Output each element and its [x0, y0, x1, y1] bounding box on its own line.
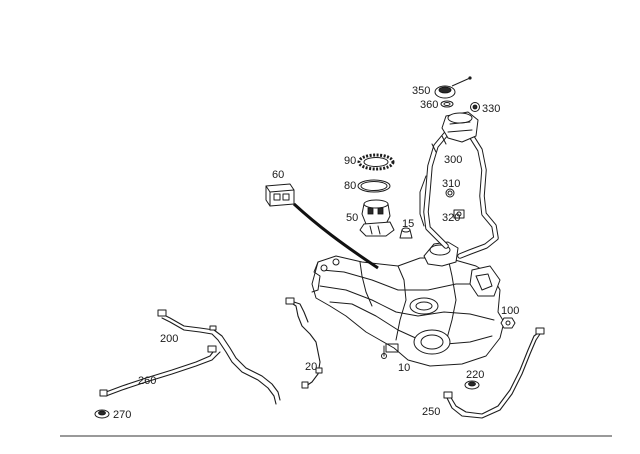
callout-60: 60 — [272, 169, 284, 181]
grommet-part-270[interactable] — [94, 409, 110, 419]
o-ring-part-80[interactable] — [357, 179, 391, 193]
callout-330: 330 — [482, 103, 500, 115]
callout-350: 350 — [412, 85, 430, 97]
callout-300: 300 — [444, 154, 462, 166]
filler-cap-part-350[interactable] — [434, 76, 472, 99]
nut-part-100[interactable] — [500, 317, 516, 329]
leader-line-60 — [292, 202, 379, 270]
wiring-harness-part-20[interactable] — [285, 297, 323, 389]
callout-90: 90 — [344, 155, 356, 167]
callout-220: 220 — [466, 369, 484, 381]
fuel-line-part-260[interactable] — [99, 345, 221, 397]
grommet-part-330[interactable] — [470, 102, 480, 112]
fuel-pump-module-part-50[interactable] — [359, 199, 395, 237]
callout-100: 100 — [501, 305, 519, 317]
ring-part-360[interactable] — [440, 100, 454, 108]
fuel-line-part-200[interactable] — [157, 309, 281, 405]
callout-320: 320 — [442, 212, 460, 224]
callout-250: 250 — [422, 406, 440, 418]
callout-10: 10 — [398, 362, 410, 374]
grommet-part-220[interactable] — [464, 380, 480, 390]
callout-80: 80 — [344, 180, 356, 192]
callout-360: 360 — [420, 99, 438, 111]
callout-200: 200 — [160, 333, 178, 345]
callout-310: 310 — [442, 178, 460, 190]
fitting-part-15[interactable] — [399, 227, 413, 239]
filler-pipe-part-300[interactable] — [419, 111, 499, 259]
control-unit-part-60[interactable] — [265, 183, 295, 207]
callout-15: 15 — [402, 218, 414, 230]
fuel-tank[interactable] — [311, 241, 505, 367]
callout-50: 50 — [346, 212, 358, 224]
seal-ring-part-90[interactable] — [357, 153, 395, 171]
clip-part-320[interactable] — [453, 209, 465, 219]
clip-part-310[interactable] — [445, 188, 455, 198]
tank-strap-part-250[interactable] — [443, 327, 545, 419]
callout-260: 260 — [138, 375, 156, 387]
callout-270: 270 — [113, 409, 131, 421]
callout-20: 20 — [305, 361, 317, 373]
